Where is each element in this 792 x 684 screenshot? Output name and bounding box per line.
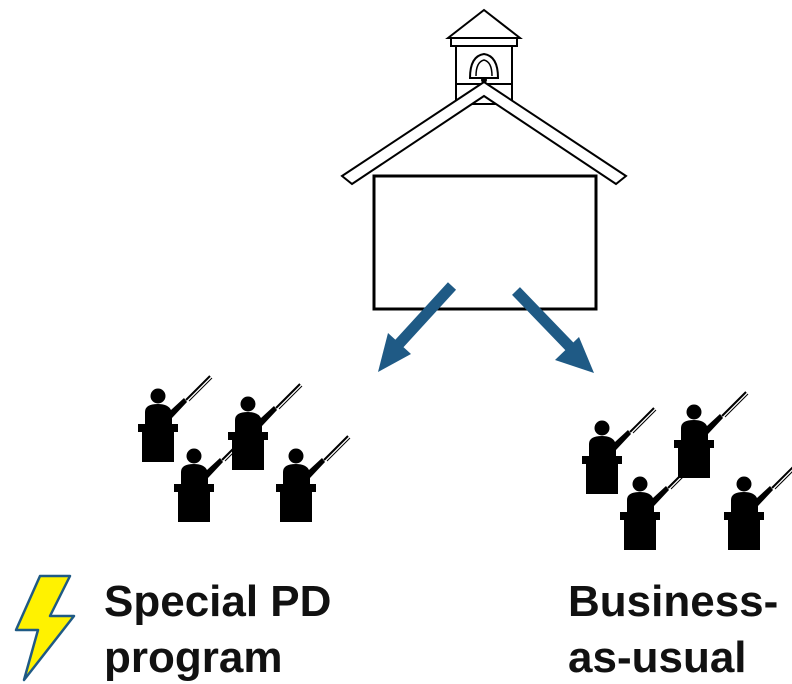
teacher-at-podium-icon <box>137 375 213 463</box>
lightning-bolt-icon <box>14 574 76 682</box>
teacher-at-podium-icon <box>275 435 351 523</box>
arrow-right <box>512 287 594 373</box>
teacher-at-podium-icon <box>173 435 249 523</box>
special-pd-label-line1: Special PD <box>104 577 332 626</box>
business-as-usual-label-line1: Business- <box>568 577 779 626</box>
teacher-at-podium-icon <box>723 463 792 551</box>
business-as-usual-label-line2: as-usual <box>568 633 747 682</box>
teacher-group-left <box>137 375 351 523</box>
schoolhouse-icon <box>340 8 628 311</box>
teacher-at-podium-icon <box>673 391 749 479</box>
tower-top <box>450 37 518 47</box>
building-body <box>372 174 598 311</box>
bell-icon <box>468 52 500 83</box>
tower-roof <box>445 8 523 39</box>
roof <box>340 80 628 186</box>
teacher-at-podium-icon <box>619 463 695 551</box>
arrow-left <box>378 282 457 372</box>
teacher-group-right <box>581 391 792 551</box>
special-pd-label-line2: program <box>104 633 283 682</box>
